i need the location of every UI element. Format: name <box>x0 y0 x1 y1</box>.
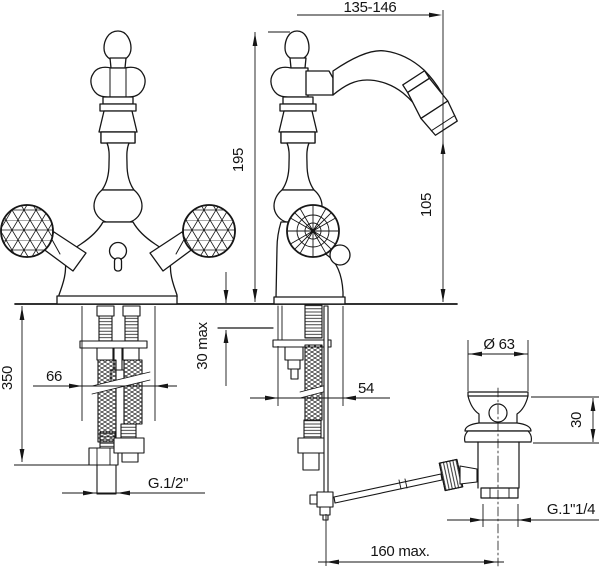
dim-label-rod-reach: 160 max. <box>370 543 429 560</box>
side-crystal-handle <box>286 204 340 258</box>
dim-label-waste-deck: 30 <box>568 412 585 428</box>
right-crystal-handle <box>182 204 236 258</box>
left-supply-hose <box>97 359 117 443</box>
dim-label-deck-thickness: 30 max <box>194 322 211 370</box>
dimension-arrowheads <box>19 12 596 565</box>
side-supply-hose <box>304 344 323 421</box>
linkage-knurl-joint <box>438 458 464 492</box>
right-supply-hose <box>123 359 143 425</box>
dim-label-overall-height: 195 <box>230 148 247 172</box>
popup-linkage-rod <box>333 473 443 504</box>
popup-waste-drain <box>464 387 532 567</box>
aerator <box>402 70 458 136</box>
side-view-faucet <box>270 30 458 305</box>
front-underdeck <box>79 305 151 495</box>
front-finial <box>103 30 132 62</box>
dim-label-body-offset: 54 <box>358 380 374 397</box>
counter-deck-line <box>14 303 458 329</box>
dim-label-waste-thread: G.1"1/4 <box>547 501 595 518</box>
side-finial <box>284 30 310 61</box>
front-base-plate <box>56 295 178 305</box>
dimension-lines <box>14 10 599 566</box>
dim-label-inlet-thread: G.1/2" <box>148 475 188 492</box>
dim-label-hose-drop: 350 <box>0 366 16 390</box>
dim-label-spout-reach: 135-146 <box>344 0 397 16</box>
popup-rod <box>323 305 329 494</box>
keyhole-detail <box>108 241 128 272</box>
dim-label-inlet-spacing: 66 <box>46 368 62 385</box>
front-view-faucet <box>0 30 236 305</box>
side-underdeck <box>272 304 478 521</box>
side-base-plate <box>273 296 346 305</box>
dim-label-spout-height: 105 <box>418 193 435 217</box>
dim-label-waste-diameter: Ø 63 <box>483 336 514 353</box>
left-crystal-handle <box>0 204 54 258</box>
handle-side-lobe <box>329 244 351 266</box>
clamp-plate <box>79 340 148 349</box>
